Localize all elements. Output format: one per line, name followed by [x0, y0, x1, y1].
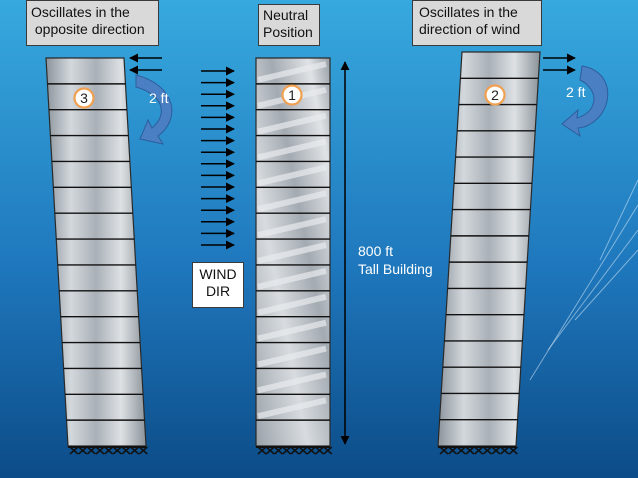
hatched-ground-icon — [438, 446, 518, 455]
facade-shine — [257, 319, 327, 342]
left-offset-label: 2 ft — [149, 90, 169, 106]
left-title-line1: Oscillates in the — [31, 4, 130, 20]
right-push-arrows — [543, 53, 576, 75]
center-title-line2: Position — [263, 24, 313, 40]
wind-dir-line2: DIR — [205, 283, 231, 299]
height-label-value: 800 ft — [358, 243, 393, 259]
facade-shine — [257, 216, 327, 238]
left-title-box: Oscillates in the opposite direction — [26, 0, 159, 46]
marker-left-label: 3 — [80, 90, 88, 106]
facade-shine — [257, 397, 327, 420]
curved-arrow-icon — [561, 65, 609, 138]
facade-shine — [257, 61, 327, 83]
facade-shine — [257, 371, 327, 394]
right-title-line2: direction of wind — [419, 21, 521, 37]
wind-arrows — [201, 66, 235, 250]
facade-shine — [257, 164, 327, 187]
building-left — [45, 57, 148, 455]
marker-right: 2 — [484, 84, 506, 106]
right-title-box: Oscillates in the direction of wind — [412, 0, 542, 46]
center-title-line1: Neutral — [263, 7, 309, 23]
facade-shine — [257, 268, 327, 290]
height-label-text: Tall Building — [358, 261, 433, 277]
facade-shine — [257, 242, 327, 264]
left-push-arrows — [129, 53, 162, 75]
curved-arrow-icon — [135, 74, 173, 145]
marker-left: 3 — [73, 87, 95, 109]
decorative-lines — [529, 179, 638, 381]
building-center — [255, 57, 333, 455]
center-title-box: Neutral Position — [258, 4, 320, 46]
marker-right-label: 2 — [491, 87, 499, 103]
building-right — [437, 51, 541, 455]
marker-center: 1 — [281, 84, 303, 106]
wind-dir-box: WIND DIR — [192, 262, 244, 308]
position-markers: 3 1 2 — [73, 84, 506, 109]
facade-shine — [257, 293, 327, 316]
right-offset-label: 2 ft — [566, 84, 586, 100]
hatched-ground-icon — [256, 446, 333, 455]
facade-shine — [257, 112, 327, 135]
hatched-ground-icon — [68, 446, 148, 455]
facade-shine — [257, 190, 327, 213]
left-title-line2: opposite direction — [31, 21, 145, 37]
facade-shine — [257, 138, 327, 161]
wind-dir-line1: WIND — [199, 266, 237, 282]
right-title-line1: Oscillates in the — [419, 4, 518, 20]
facade-shine — [257, 345, 327, 368]
marker-center-label: 1 — [288, 87, 296, 103]
